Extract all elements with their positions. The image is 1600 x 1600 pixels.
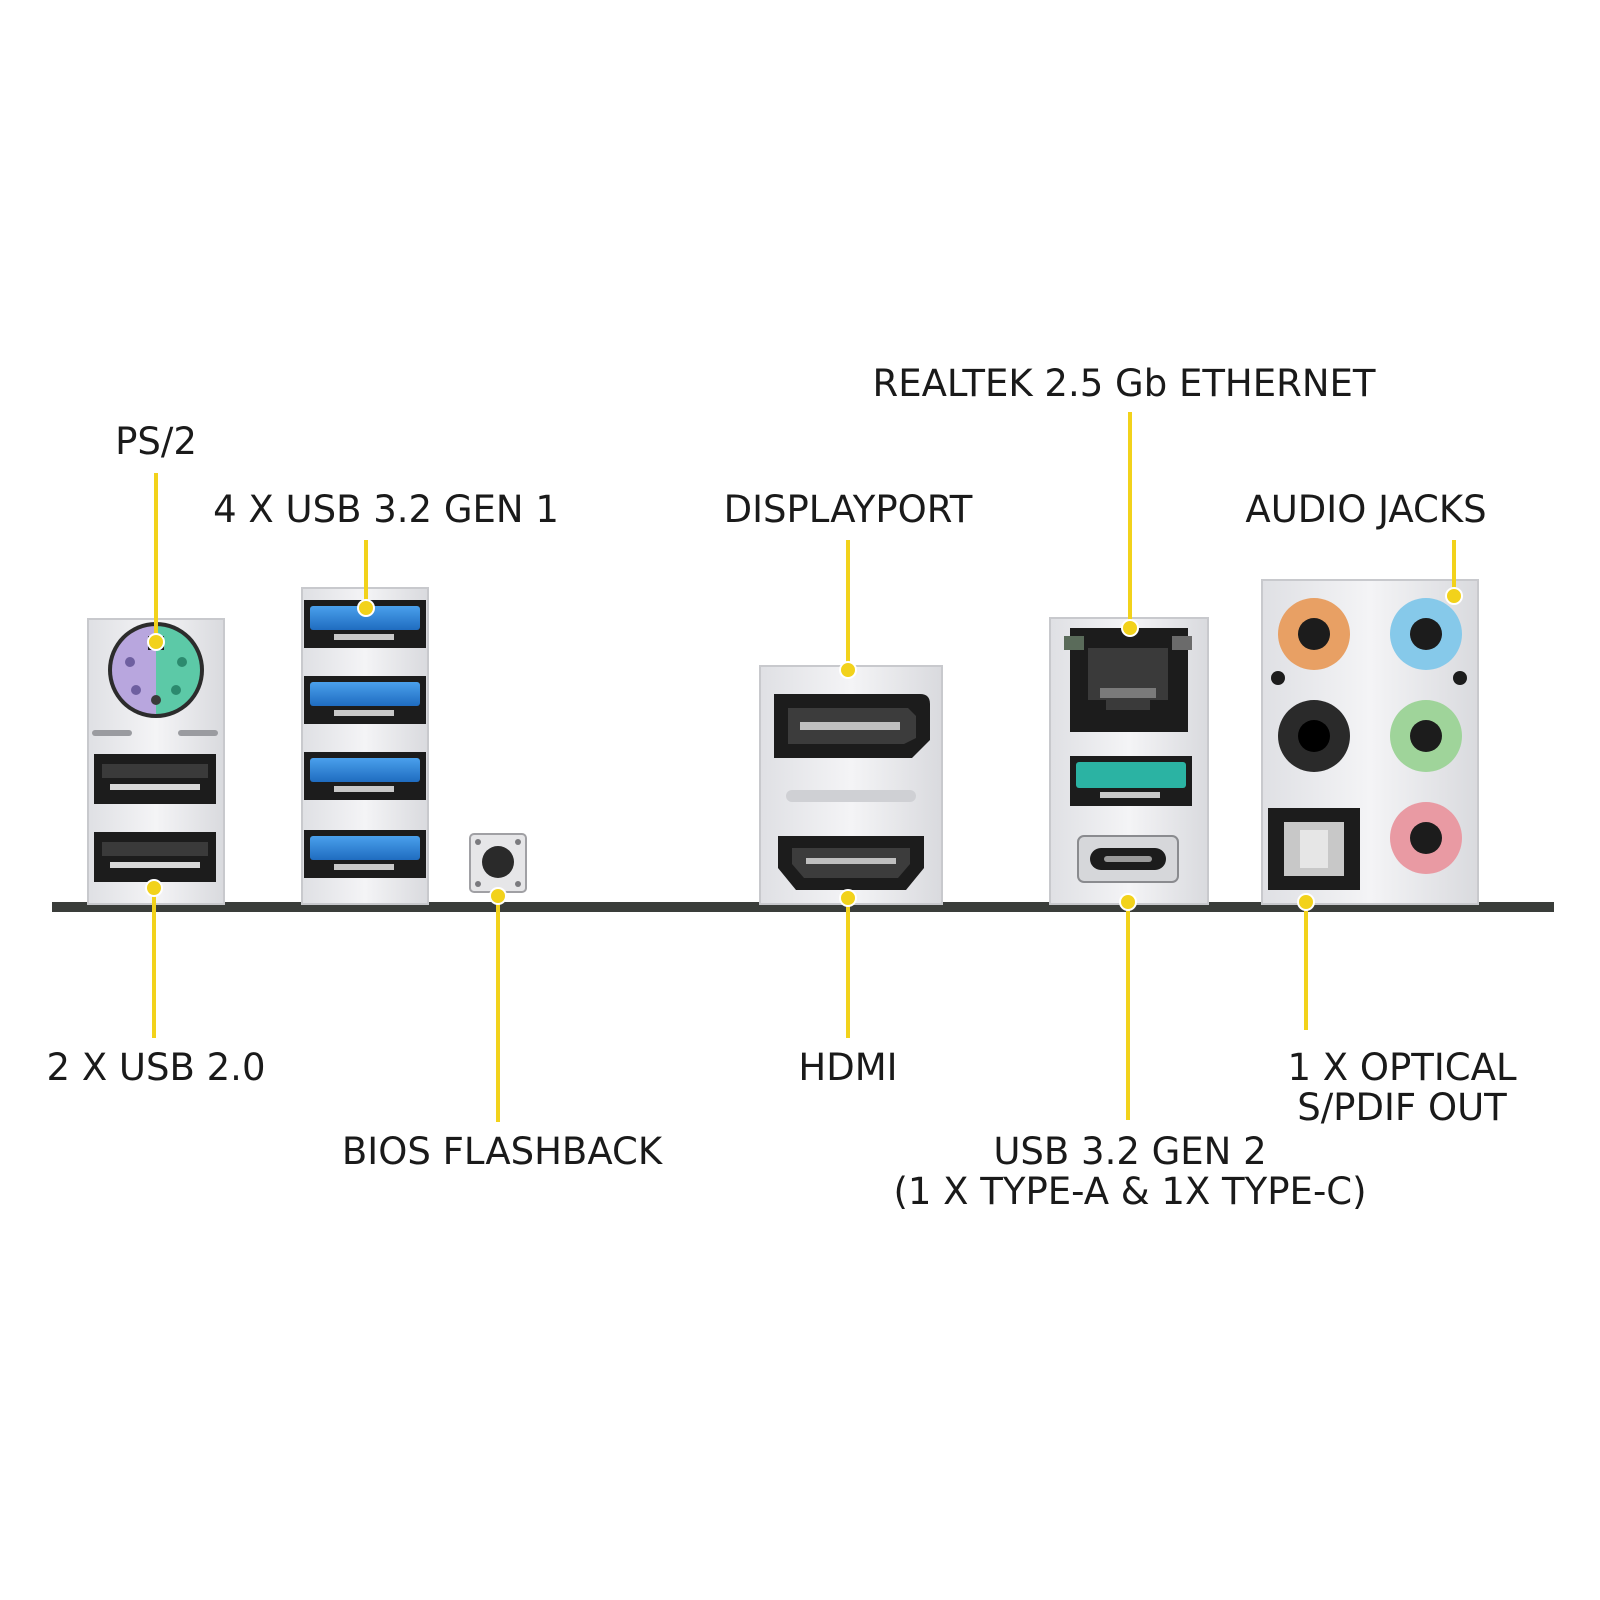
label-ethernet: REALTEK 2.5 Gb ETHERNET xyxy=(873,362,1376,405)
hdmi-port[interactable] xyxy=(778,836,924,890)
usb32-gen2-type-a-port[interactable] xyxy=(1070,756,1192,806)
audio-jack-orange[interactable] xyxy=(1278,598,1350,670)
audio-jack-green[interactable] xyxy=(1390,700,1462,772)
audio-jack-blue[interactable] xyxy=(1390,598,1462,670)
ps2-usb20-block xyxy=(87,618,225,905)
ethernet-port[interactable] xyxy=(1064,628,1192,732)
callout-dots xyxy=(145,587,1463,911)
usb32-gen1-port-1[interactable] xyxy=(304,600,426,648)
audio-block xyxy=(1261,579,1479,905)
label-usb32-gen2-line2: (1 X TYPE-A & 1X TYPE-C) xyxy=(893,1170,1366,1213)
usb20-port-2[interactable] xyxy=(94,832,216,882)
pcb-edge xyxy=(52,902,1554,912)
optical-spdif-port[interactable] xyxy=(1268,808,1360,890)
usb32-gen1-port-3[interactable] xyxy=(304,752,426,800)
label-audio-jacks: AUDIO JACKS xyxy=(1245,488,1486,531)
usb32-gen1-block xyxy=(301,587,429,905)
label-usb32-gen2-line1: USB 3.2 GEN 2 xyxy=(993,1130,1266,1173)
callouts xyxy=(152,412,1456,1122)
video-block xyxy=(759,665,943,905)
audio-jack-pink[interactable] xyxy=(1390,802,1462,874)
label-bios-flashback: BIOS FLASHBACK xyxy=(342,1130,664,1173)
label-usb32-gen1: 4 X USB 3.2 GEN 1 xyxy=(213,488,559,531)
audio-jack-black[interactable] xyxy=(1278,700,1350,772)
displayport-port[interactable] xyxy=(774,694,930,758)
label-optical-line2: S/PDIF OUT xyxy=(1297,1086,1507,1129)
usb20-port-1[interactable] xyxy=(94,754,216,804)
label-ps2: PS/2 xyxy=(115,420,197,463)
label-usb20: 2 X USB 2.0 xyxy=(47,1046,266,1089)
network-usb-gen2-block xyxy=(1049,617,1209,905)
usb32-gen1-port-2[interactable] xyxy=(304,676,426,724)
usb32-gen1-port-4[interactable] xyxy=(304,830,426,878)
bios-flashback-button[interactable] xyxy=(469,833,527,893)
label-hdmi: HDMI xyxy=(798,1046,897,1089)
label-displayport: DISPLAYPORT xyxy=(724,488,973,531)
usb32-gen2-type-c-port[interactable] xyxy=(1077,835,1179,883)
label-optical-line1: 1 X OPTICAL xyxy=(1287,1046,1517,1089)
